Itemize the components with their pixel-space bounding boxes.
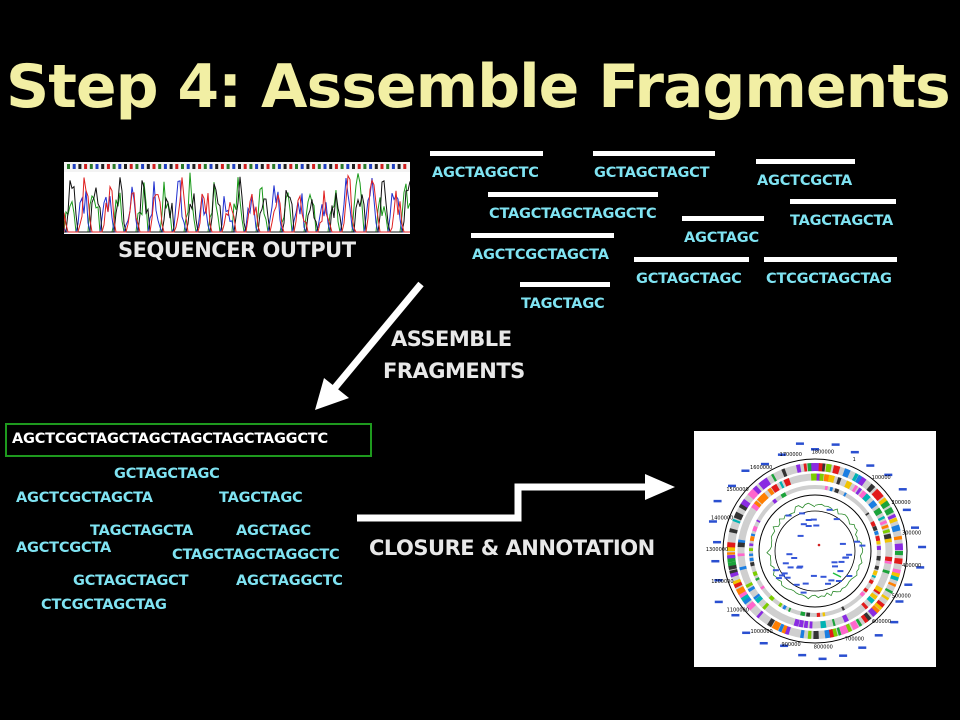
read-bar	[471, 233, 614, 238]
genome-position-label: 500000	[892, 594, 911, 600]
assemble-label-line2: FRAGMENTS	[383, 359, 525, 383]
read-fragment: GCTAGCTAGC	[636, 271, 742, 287]
read-bar	[634, 257, 749, 262]
read-bar	[593, 151, 715, 156]
read-bar	[764, 257, 897, 262]
read-bar	[488, 192, 658, 197]
read-fragment: CTCGCTAGCTAG	[766, 271, 892, 287]
read-bar	[790, 199, 896, 204]
genome-position-label: 700000	[845, 637, 864, 643]
page-title: Step 4: Assemble Fragments	[6, 52, 951, 122]
genome-position-label: 200000	[892, 500, 911, 506]
genome-position-label: 1500000	[726, 487, 748, 493]
closure-arrow	[357, 474, 675, 522]
read-bar	[682, 216, 764, 221]
read-fragment: TAGCTAGCTA	[790, 213, 894, 229]
aligned-fragment: AGCTCGCTAGCTA	[16, 490, 153, 506]
chromatogram-trace	[63, 162, 411, 233]
read-bar	[430, 151, 543, 156]
read-bar	[520, 282, 610, 287]
genome-position-label: 1800000	[812, 449, 834, 455]
aligned-fragment: TAGCTAGC	[219, 490, 303, 506]
aligned-fragment: CTCGCTAGCTAG	[41, 597, 167, 613]
genome-position-label: 400000	[902, 563, 921, 569]
sequencer-chromatogram	[63, 162, 411, 234]
read-bar	[756, 159, 855, 164]
consensus-box	[5, 423, 372, 457]
genome-position-label: 1300000	[706, 547, 728, 553]
aligned-fragment: AGCTAGGCTC	[236, 573, 343, 589]
genome-position-label: 900000	[782, 642, 801, 648]
genome-position-label: 1	[853, 457, 856, 463]
genome-position-label: 1400000	[711, 515, 733, 521]
genome-position-label: 100000	[872, 475, 891, 481]
sequencer-output-label: SEQUENCER OUTPUT	[118, 238, 356, 262]
read-fragment: TAGCTAGC	[521, 296, 605, 312]
genome-position-label: 1100000	[727, 607, 749, 613]
assemble-arrow	[315, 281, 424, 410]
read-fragment: AGCTCGCTA	[757, 173, 853, 189]
aligned-fragment: TAGCTAGCTA	[90, 523, 194, 539]
genome-position-label: 1000000	[750, 629, 772, 635]
genome-position-label: 600000	[872, 619, 891, 625]
read-fragment: CTAGCTAGCTAGGCTC	[489, 206, 657, 222]
aligned-fragment: AGCTAGC	[236, 523, 311, 539]
assemble-label-line1: ASSEMBLE	[391, 327, 512, 351]
read-fragment: AGCTCGCTAGCTA	[472, 247, 609, 263]
genome-position-label: 1600000	[750, 465, 772, 471]
closure-annotation-label: CLOSURE & ANNOTATION	[369, 536, 655, 560]
genome-position-label: 300000	[902, 531, 921, 537]
read-fragment: AGCTAGGCTC	[432, 165, 539, 181]
read-fragment: AGCTAGC	[684, 230, 759, 246]
genome-position-label: 800000	[814, 645, 833, 651]
aligned-fragment: AGCTCGCTA	[16, 540, 112, 556]
aligned-fragment: GCTAGCTAGC	[114, 466, 220, 482]
aligned-fragment: GCTAGCTAGCT	[73, 573, 189, 589]
read-fragment: GCTAGCTAGCT	[594, 165, 710, 181]
genome-position-label: 1700000	[780, 452, 802, 458]
genome-position-label: 1200000	[711, 579, 733, 585]
aligned-fragment: CTAGCTAGCTAGGCTC	[172, 547, 340, 563]
consensus-sequence: AGCTCGCTAGCTAGCTAGCTAGCTAGGCTC	[12, 431, 328, 447]
